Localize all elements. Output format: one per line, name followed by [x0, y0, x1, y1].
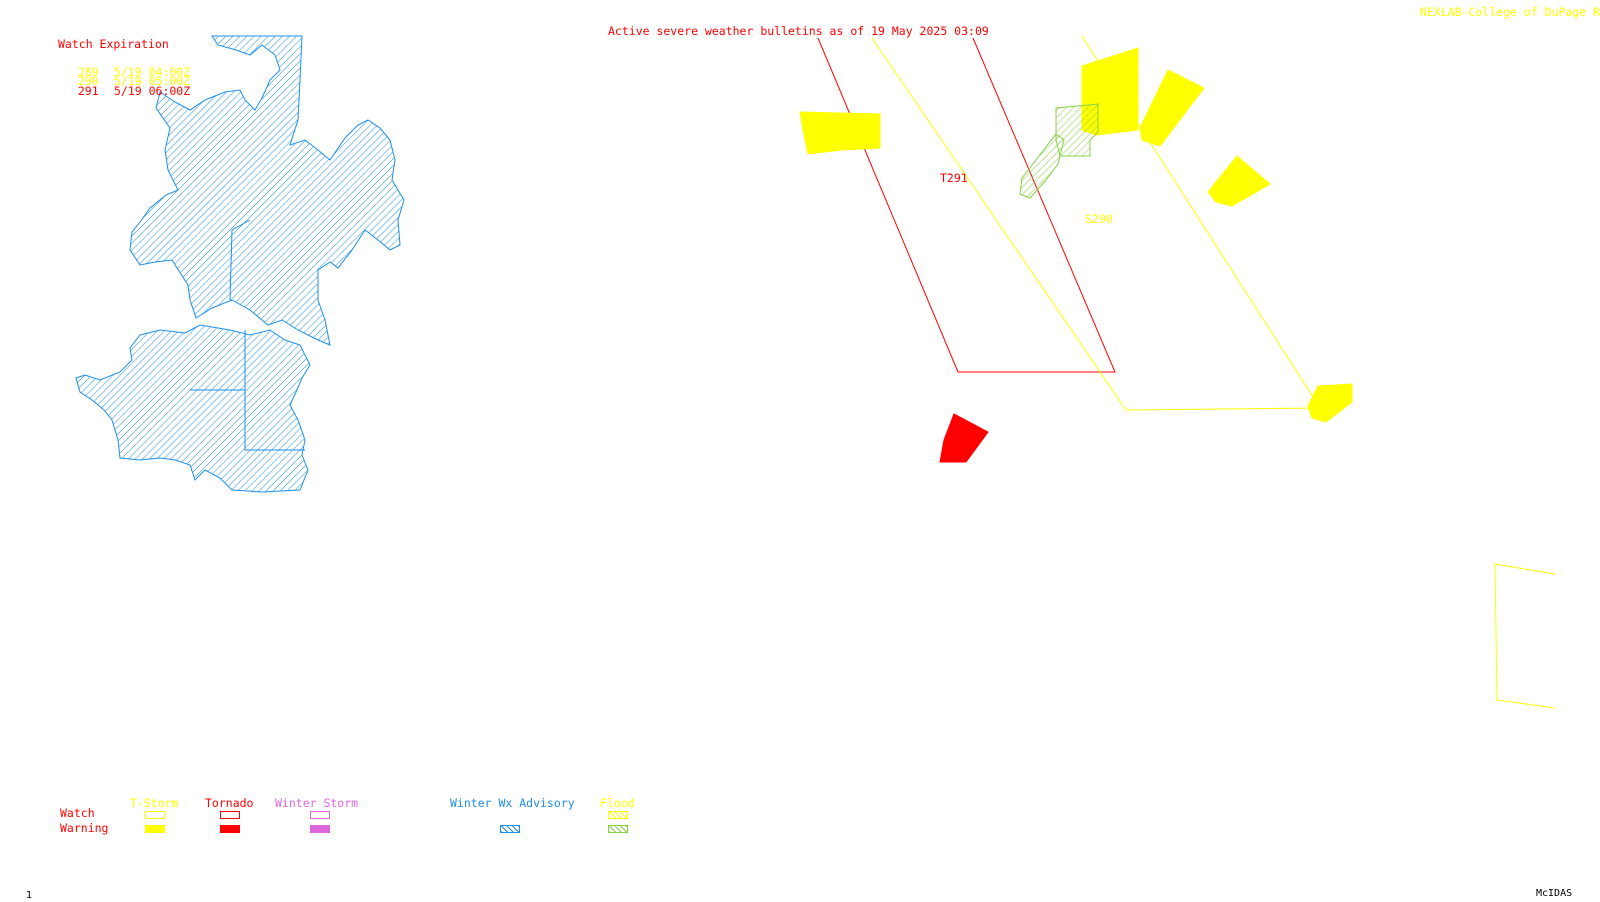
watch-id: 290 [77, 74, 99, 88]
storm-warning-polygon [1139, 69, 1205, 147]
credit-label: NEXLAB-College of DuPage R [1420, 5, 1600, 19]
legend-winter-advisory-swatch [500, 825, 520, 833]
legend-winter-advisory-label: Winter Wx Advisory [450, 796, 575, 810]
watch-expiration-row: 289 5/19 04:00Z [64, 54, 190, 79]
storm-watch-290-outline [871, 35, 1321, 411]
watch-expiration-row: 290 5/19 05:00Z [64, 63, 190, 88]
legend-flood-watch-swatch [608, 811, 628, 819]
winter-advisory-north [129, 35, 405, 346]
storm-watch-label: S290 [1085, 212, 1113, 226]
watch-expiration-row: 291 5/19 06:00Z [64, 73, 190, 98]
watch-time: 5/19 05:00Z [114, 74, 191, 88]
legend-row-watch: Watch [60, 806, 95, 820]
software-label: McIDAS [1536, 888, 1573, 899]
storm-warning-polygon [1207, 155, 1271, 207]
tornado-watch-label: T291 [940, 171, 968, 185]
legend-tstorm-label: T-Storm [130, 796, 179, 810]
watch-expiration-heading: Watch Expiration [58, 37, 169, 51]
legend-winter-storm-watch-swatch [310, 811, 330, 819]
legend-tornado-label: Tornado [205, 796, 254, 810]
legend-flood-label: Flood [600, 796, 635, 810]
storm-watch-289-outline [1494, 563, 1556, 709]
legend-winter-storm-label: Winter Storm [275, 796, 359, 810]
watch-id: 289 [77, 65, 99, 79]
legend-row-warning: Warning [60, 821, 109, 835]
storm-warnings [799, 47, 1353, 423]
legend-tornado-warning-swatch [220, 825, 240, 833]
page-title: Active severe weather bulletins as of 19… [608, 24, 989, 38]
watch-time: 5/19 06:00Z [114, 84, 191, 98]
tornado-warning-polygon [939, 413, 989, 463]
flood-warning-polygon [1019, 133, 1065, 199]
winter-advisory-area [75, 35, 405, 493]
legend-tstorm-warning-swatch [145, 825, 165, 833]
tornado-watch-291-outline [817, 37, 1116, 373]
storm-warning-polygon [799, 111, 881, 155]
watch-time: 5/19 04:00Z [114, 65, 191, 79]
legend-winter-storm-warning-swatch [310, 825, 330, 833]
watch-id: 291 [77, 84, 99, 98]
legend-flood-warning-swatch [608, 825, 628, 833]
legend-tstorm-watch-swatch [145, 811, 165, 819]
legend-tornado-watch-swatch [220, 811, 240, 819]
winter-advisory-south [75, 324, 311, 493]
storm-warning-polygon [1307, 383, 1353, 423]
flood-warnings [1019, 103, 1099, 199]
frame-number: 1 [26, 890, 33, 901]
